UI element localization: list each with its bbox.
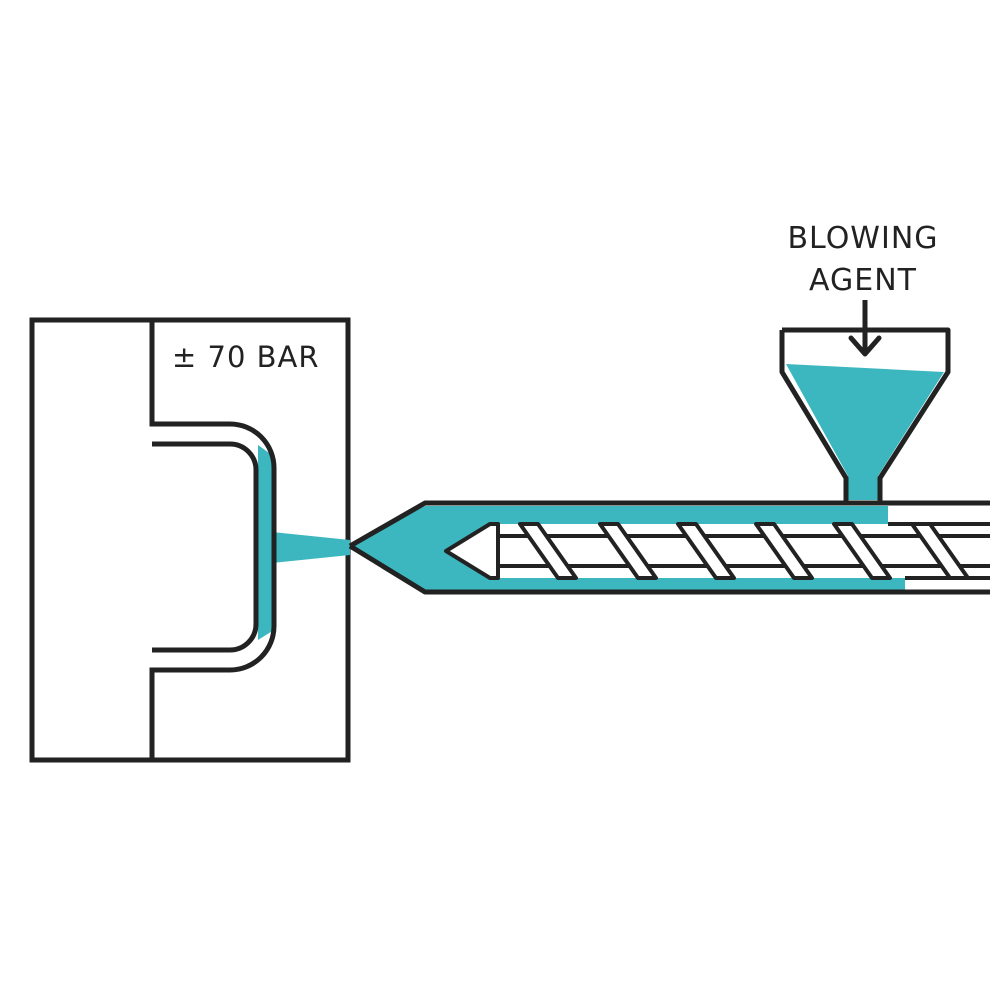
- barrel: [348, 500, 990, 595]
- screw-flight: [832, 522, 892, 580]
- hopper-melt: [786, 364, 944, 500]
- screw-flight: [676, 522, 736, 580]
- blowing-agent-label-line1: BLOWING: [787, 221, 939, 256]
- screw-flights: [518, 522, 970, 580]
- barrel-outline-bottom: [348, 543, 990, 595]
- cavity-inner-line: [152, 441, 259, 653]
- screw-flight: [518, 522, 578, 580]
- mold-parting-line: [149, 320, 277, 760]
- part-melt: [258, 445, 274, 640]
- arrow-down-icon: [848, 300, 882, 357]
- barrel-outline-top: [348, 500, 990, 549]
- screw-flight: [910, 522, 970, 580]
- mold: [29, 317, 351, 763]
- blowing-agent-label-line2: AGENT: [809, 263, 917, 298]
- sprue-melt: [272, 532, 350, 563]
- screw-tip: [444, 522, 500, 580]
- blowing-agent-label: BLOWING AGENT: [768, 218, 958, 302]
- screw-flight: [754, 522, 814, 580]
- hopper-outline: [779, 327, 951, 502]
- barrel-bore: [490, 524, 990, 578]
- screw-flight: [598, 522, 658, 580]
- screw: [444, 522, 990, 580]
- pressure-label: ± 70 BAR: [172, 340, 320, 374]
- hopper: [779, 327, 951, 502]
